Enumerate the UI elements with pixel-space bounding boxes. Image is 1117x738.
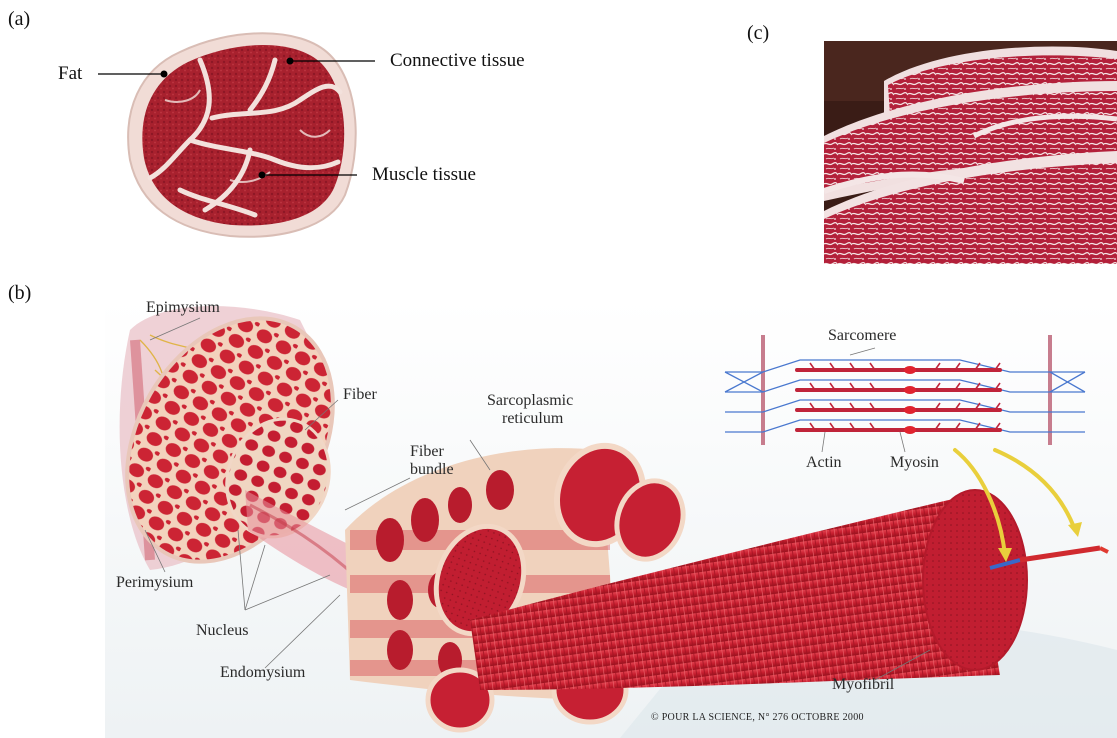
label-fiber-bundle-2: bundle [410,461,454,479]
label-reticulum: reticulum [502,410,563,428]
label-epimysium: Epimysium [146,299,220,317]
label-endomysium: Endomysium [220,664,305,682]
copyright-notice: © POUR LA SCIENCE, N° 276 OCTOBRE 2000 [651,712,864,723]
label-sarcomere: Sarcomere [828,327,896,345]
label-nucleus: Nucleus [196,622,248,640]
label-fiber: Fiber [343,386,377,404]
label-myofibril: Myofibril [832,676,894,694]
label-sarcoplasmic: Sarcoplasmic [487,392,573,410]
label-actin: Actin [806,454,842,472]
label-perimysium: Perimysium [116,574,193,592]
label-fiber-bundle-1: Fiber [410,443,444,461]
label-myosin: Myosin [890,454,939,472]
myofibril-end [923,490,1027,670]
